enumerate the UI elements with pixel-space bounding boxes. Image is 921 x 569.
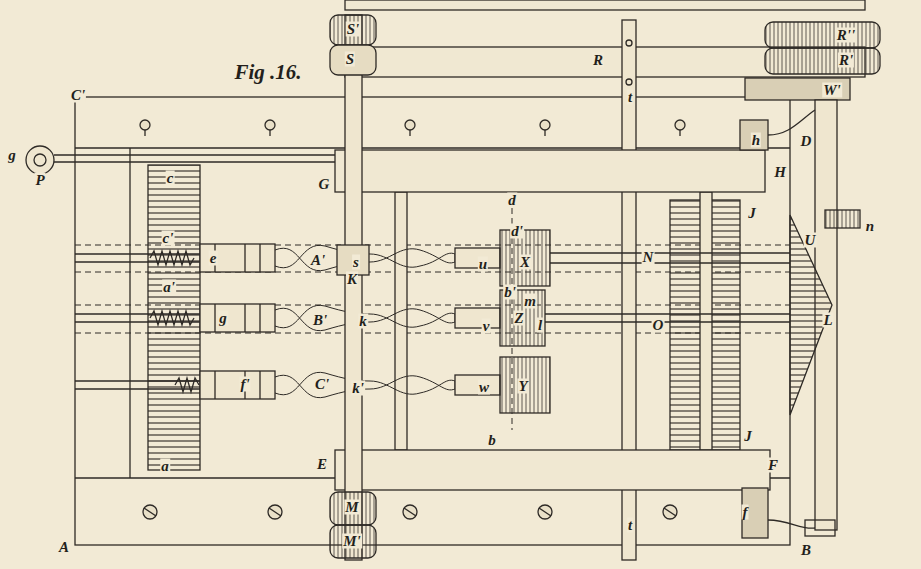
part-letter: Z <box>513 311 524 326</box>
part-letter: R'' <box>836 28 856 43</box>
part-letter: l <box>537 318 543 333</box>
part-letter: b <box>487 433 497 448</box>
part-letter: s <box>352 255 360 270</box>
part-letter: v <box>482 319 491 334</box>
part-letter: g <box>7 148 17 163</box>
part-letter: P <box>34 173 45 188</box>
part-letter: H <box>773 165 787 180</box>
part-letter: S <box>345 52 355 67</box>
figure-title: Fig .16. <box>234 60 301 85</box>
part-letter: C' <box>70 88 86 103</box>
part-letter: R' <box>838 53 854 68</box>
part-letter: E <box>316 457 328 472</box>
part-letter: c <box>166 171 175 186</box>
part-letter: f <box>742 505 749 520</box>
part-letter: R <box>592 53 604 68</box>
part-letter: d' <box>510 224 524 239</box>
part-letter: M <box>344 500 359 515</box>
part-letter: J <box>747 206 757 221</box>
part-letter: A <box>58 540 70 555</box>
part-letter: B' <box>312 313 328 328</box>
part-letter: u <box>478 257 488 272</box>
part-letter: m <box>523 294 537 309</box>
part-letter: S' <box>346 22 361 37</box>
part-letter: B <box>800 543 812 558</box>
part-letter: K <box>346 272 358 287</box>
part-letter: t <box>627 90 633 105</box>
part-letter: Y <box>517 379 528 394</box>
part-letter: N <box>642 250 655 265</box>
part-letter: G <box>318 177 331 192</box>
part-letter: h <box>751 133 761 148</box>
part-letter: b' <box>503 285 517 300</box>
part-letter: X <box>519 255 531 270</box>
part-letter: e <box>209 251 218 266</box>
part-letter: O <box>652 318 665 333</box>
part-letter: C' <box>314 377 330 392</box>
part-letter: A' <box>310 253 326 268</box>
part-letter: d <box>507 193 517 208</box>
part-letter: t <box>627 518 633 533</box>
part-letter: g <box>218 311 228 326</box>
part-letter: D <box>800 134 813 149</box>
part-letter: J <box>743 429 753 444</box>
part-letter: F <box>767 458 779 473</box>
part-letter: k <box>358 314 368 329</box>
part-letter: f' <box>239 377 250 392</box>
part-letter: L <box>822 313 833 328</box>
part-letter: c' <box>162 231 175 246</box>
part-letter: k' <box>351 381 365 396</box>
part-letter: a <box>160 459 170 474</box>
part-letter: n <box>865 219 875 234</box>
part-letter: U <box>804 233 817 248</box>
part-letter: W' <box>822 83 842 98</box>
part-letter: M' <box>342 534 362 549</box>
part-letter: a' <box>162 280 176 295</box>
part-letter: w <box>478 380 490 395</box>
